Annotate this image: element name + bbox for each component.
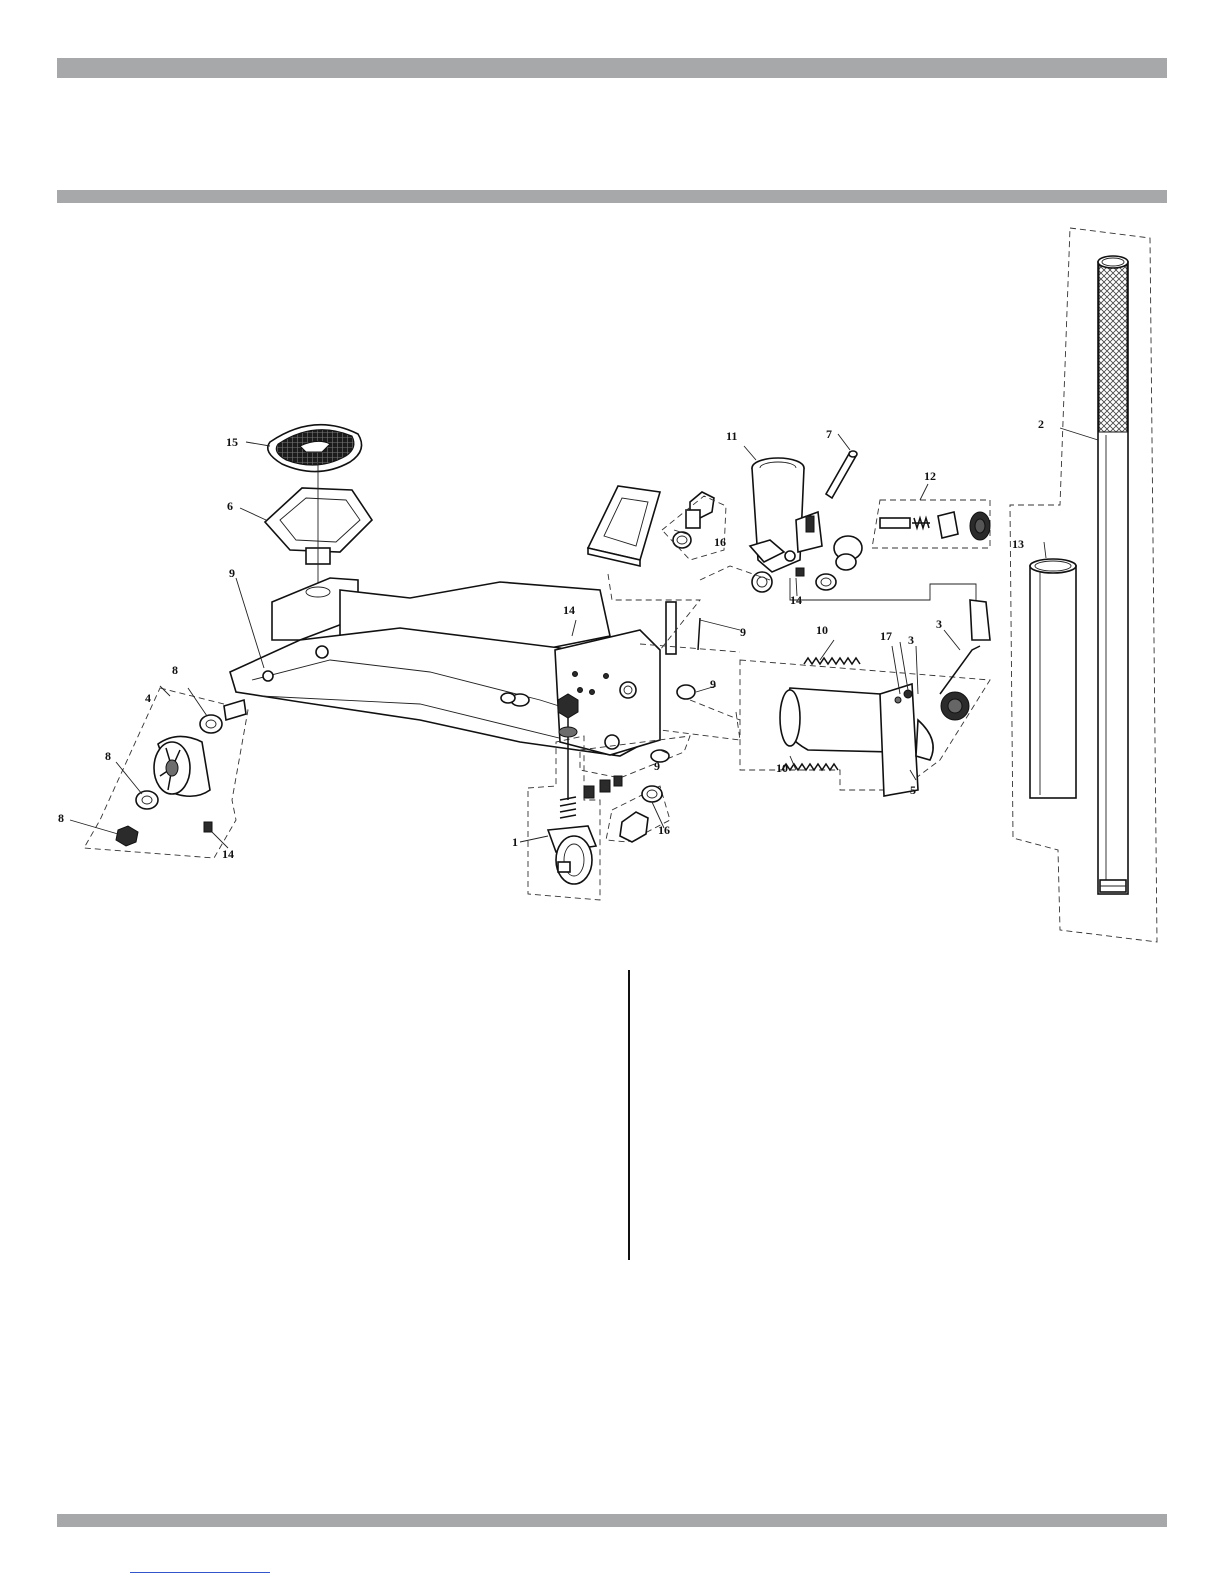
callout-7: 7 <box>826 427 832 441</box>
callout-6: 6 <box>227 499 233 513</box>
callout-9-right: 9 <box>740 625 746 639</box>
callout-8-mid: 8 <box>105 749 111 763</box>
callout-13: 13 <box>1012 537 1024 551</box>
callout-14-left: 14 <box>222 847 234 861</box>
callout-8-top: 8 <box>172 663 178 677</box>
callout-12: 12 <box>924 469 936 483</box>
callout-2: 2 <box>1038 417 1044 431</box>
foot-pedal <box>588 486 660 566</box>
handle-lower-section-13 <box>1030 559 1076 798</box>
callout-10-bottom: 10 <box>776 761 788 775</box>
callout-3-right: 3 <box>936 617 942 631</box>
callout-3-left: 3 <box>908 633 914 647</box>
pump-pin-7 <box>826 451 857 498</box>
callout-14-right: 14 <box>790 593 802 607</box>
pivot-pin-16-upper <box>662 492 726 560</box>
callout-9-lower: 9 <box>654 759 660 773</box>
pump-unit-11 <box>750 458 822 592</box>
callout-16-upper: 16 <box>714 535 726 549</box>
callout-10-top: 10 <box>816 623 828 637</box>
callout-8-bottom: 8 <box>58 811 64 825</box>
callout-1: 1 <box>512 835 518 849</box>
callout-9-left: 9 <box>229 566 235 580</box>
saddle-pad-15 <box>268 425 362 472</box>
callout-11: 11 <box>726 429 737 443</box>
callout-9-mid: 9 <box>710 677 716 691</box>
callout-16-lower: 16 <box>658 823 670 837</box>
callout-5: 5 <box>910 783 916 797</box>
callout-4: 4 <box>145 691 151 705</box>
callout-15: 15 <box>226 435 238 449</box>
saddle-6 <box>265 462 372 590</box>
callout-17: 17 <box>880 629 892 643</box>
release-valve-kit-12 <box>872 500 990 548</box>
callout-14-center: 14 <box>563 603 575 617</box>
jack-frame <box>230 578 700 756</box>
rear-wheel-assembly-4 <box>84 688 248 858</box>
